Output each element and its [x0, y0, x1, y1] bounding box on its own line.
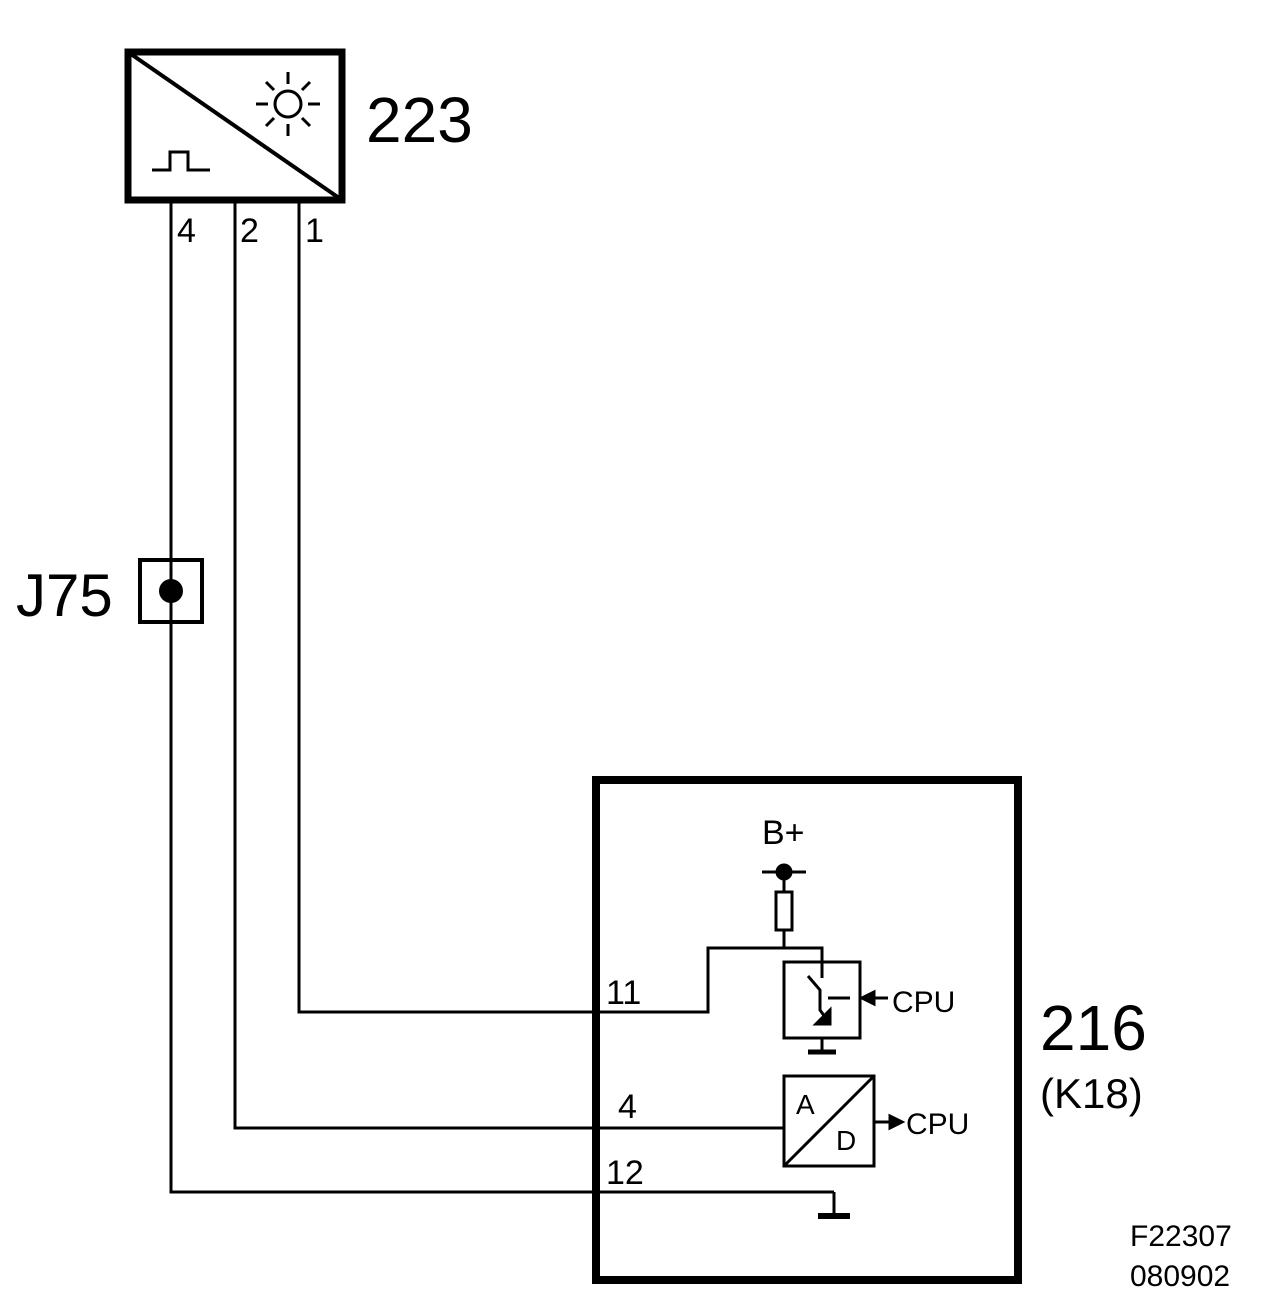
square-pulse-icon	[152, 150, 210, 172]
component-216-sublabel: (K18)	[1040, 1070, 1143, 1117]
footer-code: F22307	[1130, 1220, 1232, 1253]
component-216-label: 216	[1040, 992, 1147, 1064]
component-223-diagonal	[126, 50, 344, 202]
ad-converter	[782, 1074, 906, 1168]
pin-216-4: 4	[618, 1088, 637, 1126]
pin-216-12: 12	[606, 1154, 644, 1192]
ground-symbol	[818, 1192, 850, 1219]
pin-223-4: 4	[177, 212, 196, 250]
transistor-switch	[782, 960, 888, 1055]
component-216-box	[592, 776, 1022, 1284]
wire-223-2-to-216-4	[233, 200, 784, 1130]
switch-cpu-label: CPU	[892, 986, 955, 1019]
sun-icon	[256, 72, 320, 136]
wire-223-4-to-216-12	[169, 200, 834, 1194]
footer-date: 080902	[1130, 1260, 1230, 1293]
pin-216-11: 11	[606, 974, 641, 1012]
supply-b-plus-label: B+	[762, 814, 805, 852]
connector-j75-dot	[159, 579, 183, 603]
pin-223-2: 2	[240, 212, 259, 250]
wire-223-1-to-216-11	[297, 200, 824, 1014]
ad-cpu-label: CPU	[906, 1108, 969, 1141]
pull-up-resistor	[762, 863, 806, 948]
pin-223-1: 1	[305, 212, 324, 250]
ad-output-label: D	[836, 1125, 856, 1156]
ad-input-label: A	[796, 1089, 815, 1120]
connector-j75: J75	[16, 558, 204, 629]
component-223-label: 223	[366, 84, 473, 156]
component-216: 216 (K18) 11 4 12 B+ CPU	[592, 776, 1147, 1284]
wires	[169, 200, 834, 1194]
connector-j75-label: J75	[16, 562, 113, 629]
